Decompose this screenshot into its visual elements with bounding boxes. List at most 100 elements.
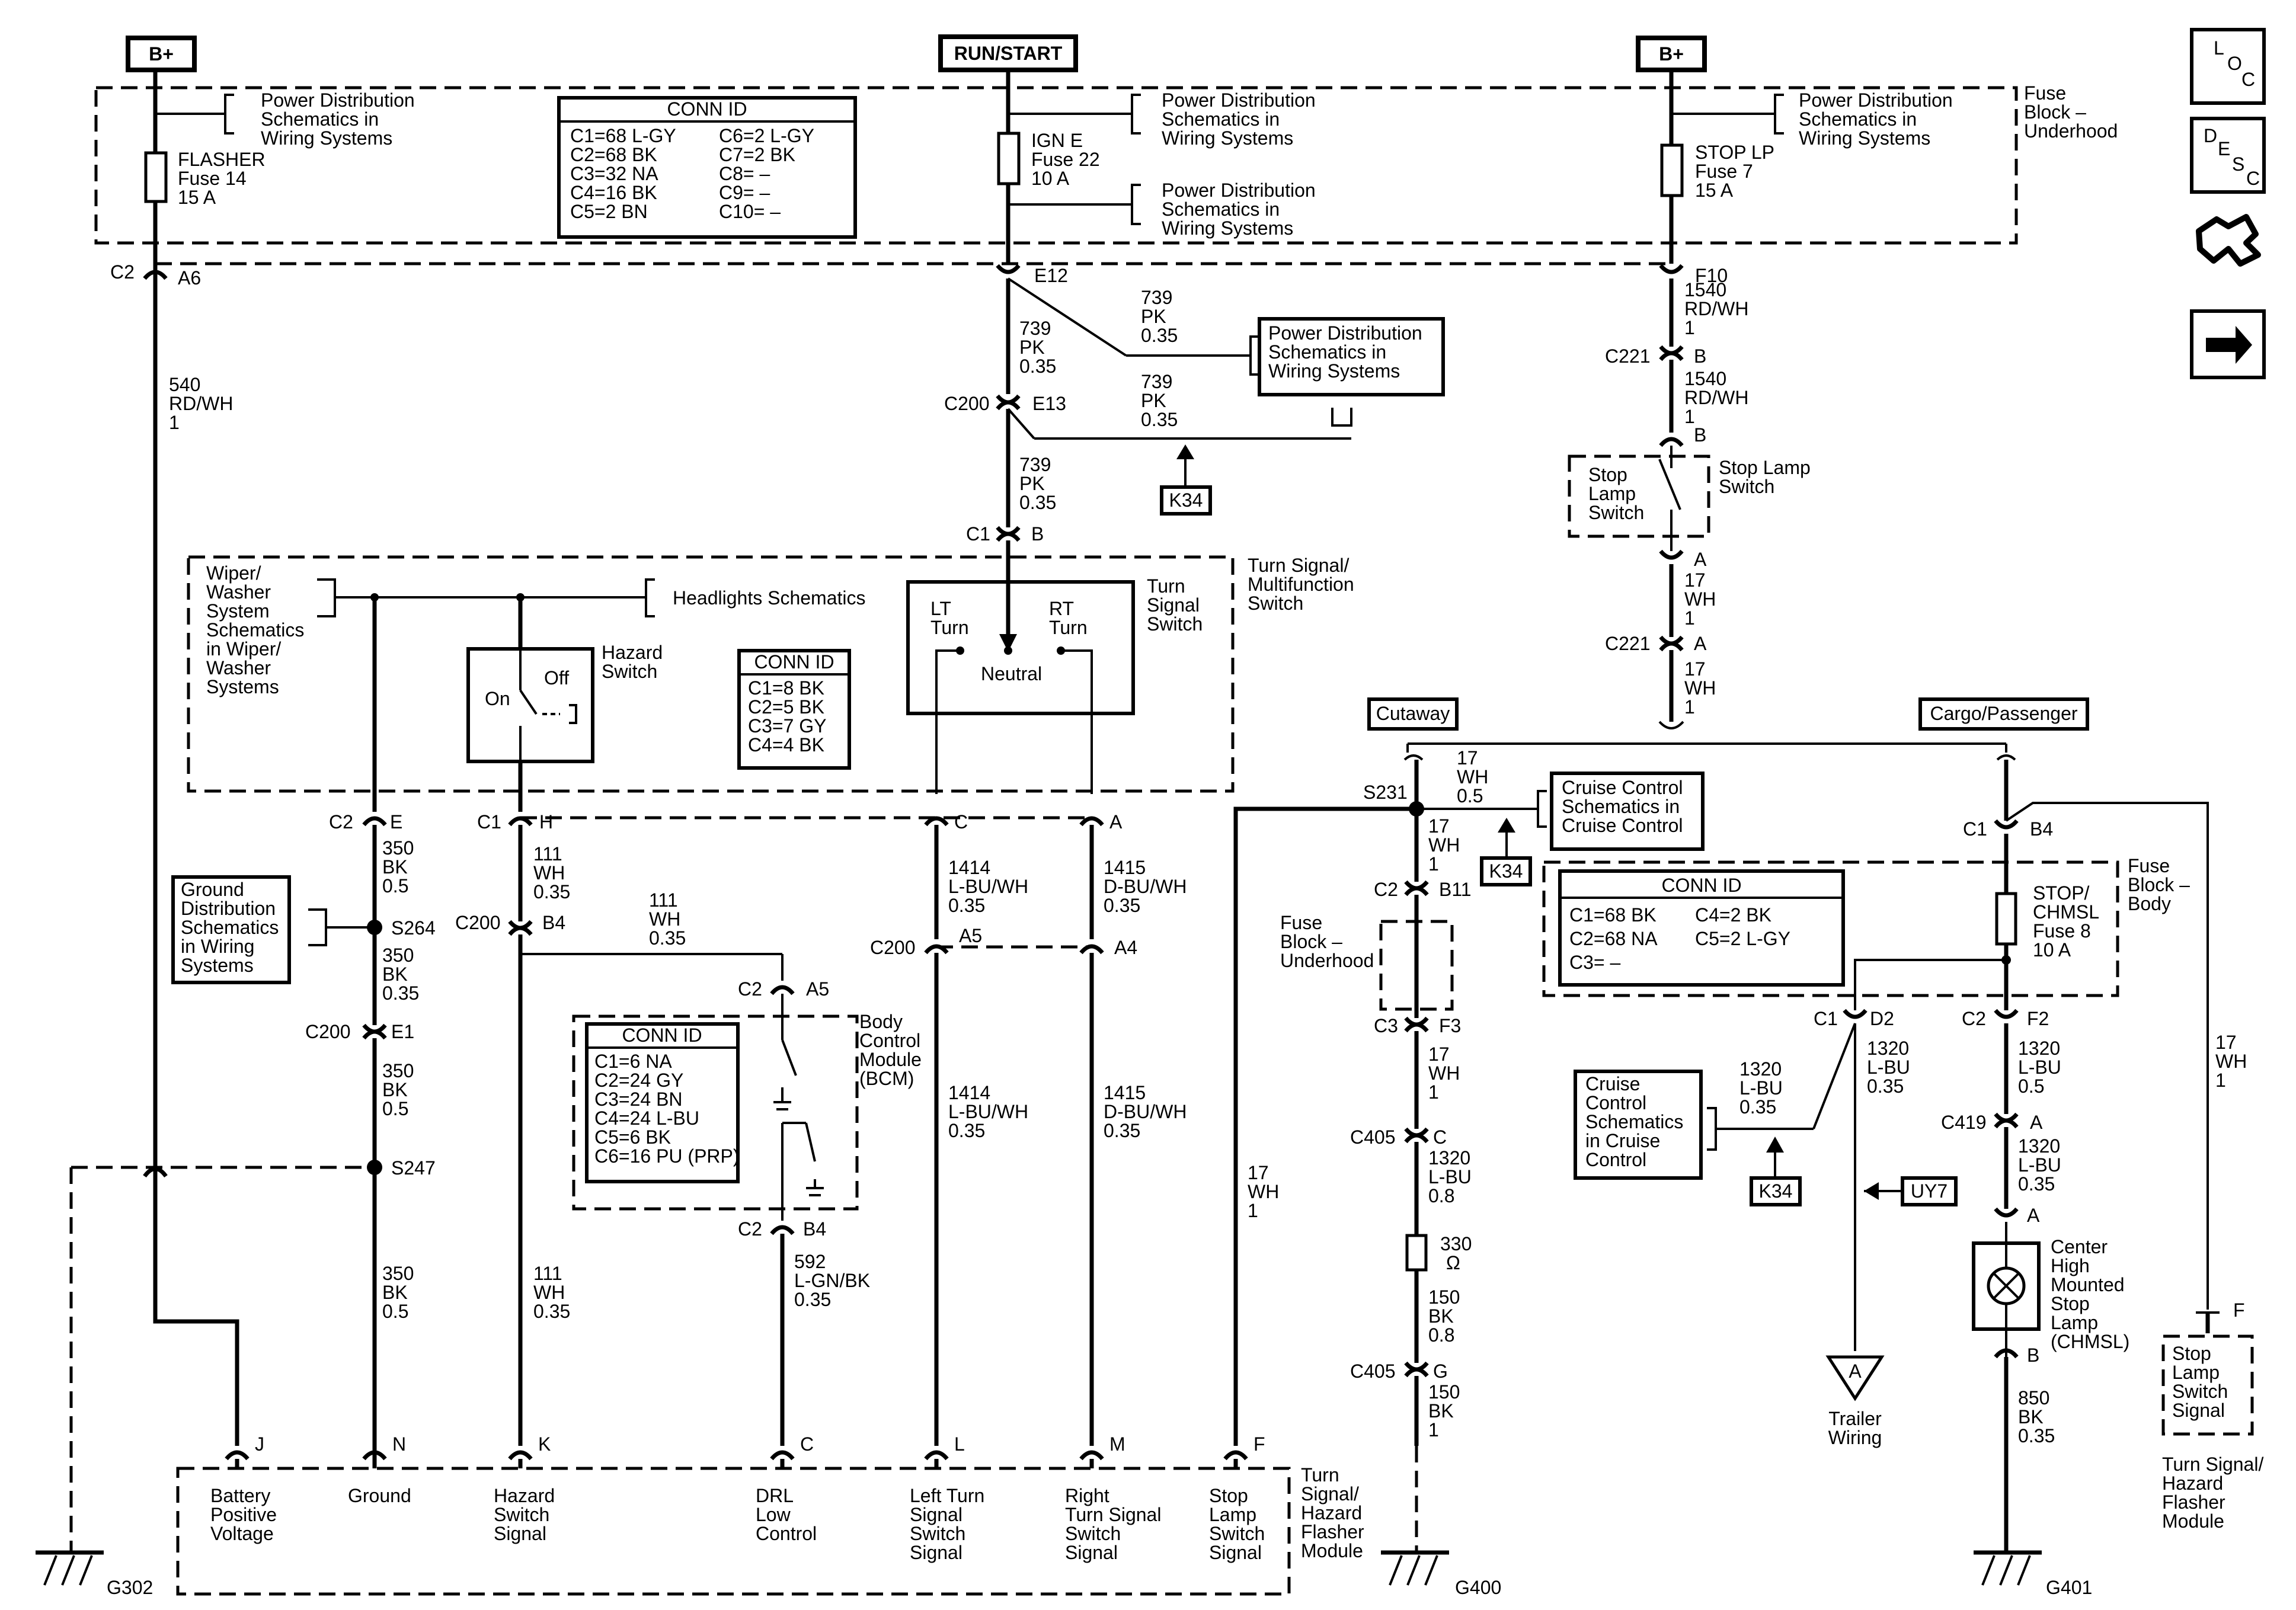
svg-text:C3=32 NA: C3=32 NA [570, 163, 658, 184]
svg-text:350: 350 [382, 1263, 414, 1284]
svg-text:PK: PK [1019, 473, 1045, 494]
svg-text:1: 1 [1248, 1200, 1258, 1221]
svg-text:17: 17 [1457, 747, 1478, 769]
svg-text:0.35: 0.35 [649, 927, 686, 949]
conn-c3-f3: C3 [1374, 1015, 1398, 1036]
wire-17-c: 17 WH 1 [1684, 658, 1716, 718]
wire-111-b: 111 WH 0.35 [649, 889, 686, 949]
svg-text:10 A: 10 A [2033, 939, 2071, 961]
svg-text:BK: BK [382, 1079, 408, 1100]
wire-1320-b: 1320 L-BU 0.35 [1739, 1058, 1783, 1118]
svg-text:Stop Lamp: Stop Lamp [1719, 457, 1811, 478]
connector-wrench-icon[interactable] [2196, 214, 2261, 267]
svg-text:Wiring: Wiring [1828, 1427, 1882, 1448]
turn-signal-switch[interactable] [906, 580, 1135, 715]
stop-lamp-switch-box[interactable] [1568, 454, 1710, 538]
conn-c405-g: C405 [1350, 1361, 1396, 1382]
svg-text:Off: Off [544, 667, 569, 689]
svg-text:Power Distribution: Power Distribution [1162, 180, 1316, 201]
svg-text:0.5: 0.5 [382, 1301, 408, 1322]
svg-text:Module: Module [859, 1049, 922, 1070]
turn-switch-module-label: Turn Signal/ Multifunction Switch [1248, 555, 1354, 614]
svg-text:WH: WH [533, 1282, 565, 1303]
svg-text:Cruise Control: Cruise Control [1562, 777, 1683, 798]
svg-text:1540: 1540 [1684, 279, 1726, 300]
svg-text:L-GN/BK: L-GN/BK [794, 1270, 870, 1291]
power-dist-label-4: Power Distribution Schematics in Wiring … [1799, 89, 1953, 149]
fuse-block-underhood-outline [94, 86, 2018, 245]
svg-text:0.35: 0.35 [533, 1301, 570, 1322]
svg-text:111: 111 [649, 889, 678, 911]
hazard-switch[interactable] [466, 647, 594, 763]
svg-text:PK: PK [1141, 306, 1166, 327]
ground-dist-box: Ground Distribution Schematics in Wiring… [171, 875, 291, 984]
svg-text:0.35: 0.35 [1867, 1076, 1904, 1097]
svg-text:Switch: Switch [1719, 476, 1774, 497]
conn-c1-d2: C1 [1814, 1008, 1838, 1029]
power-dist-label-1: Power Distribution Schematics in Wiring … [261, 89, 415, 149]
svg-text:17: 17 [1428, 815, 1450, 837]
wire-739-d: 739 PK 0.35 [1019, 454, 1056, 513]
svg-text:in Wiring: in Wiring [181, 936, 254, 957]
svg-text:1: 1 [1684, 607, 1695, 629]
conn-c200-e13: C200 [944, 393, 990, 414]
svg-text:0.35: 0.35 [382, 982, 419, 1004]
svg-text:C5=6 BK: C5=6 BK [594, 1126, 671, 1148]
uy7-tag: UY7 [1901, 1176, 1958, 1206]
conn-id-switch: CONN ID C1=8 BK C2=5 BK C3=7 GY C4=4 BK [737, 649, 851, 770]
svg-text:C1=68 BK: C1=68 BK [1569, 904, 1657, 926]
conn-e12: E12 [1034, 265, 1068, 286]
module-right-label: Turn Signal/ Hazard Flasher Module [2162, 1454, 2263, 1532]
svg-text:IGN E: IGN E [1031, 130, 1083, 151]
conn-c1-b4: C1 [1963, 818, 1987, 840]
conn-c2-a6: C2 [110, 261, 135, 283]
svg-text:330: 330 [1440, 1233, 1472, 1254]
conn-a-upper: A [1694, 549, 1707, 570]
svg-text:E: E [2218, 138, 2230, 159]
svg-text:Schematics: Schematics [1585, 1111, 1683, 1132]
svg-text:0.8: 0.8 [1428, 1185, 1454, 1206]
cruise-control-box-2: Cruise Control Schematics in Cruise Cont… [1574, 1070, 1703, 1180]
description-icon[interactable]: D E S C [2190, 117, 2266, 194]
svg-text:0.5: 0.5 [2018, 1076, 2044, 1097]
svg-text:C1=6 NA: C1=6 NA [594, 1051, 672, 1072]
next-arrow-icon[interactable] [2190, 309, 2266, 379]
module-pin-letter: M [1109, 1433, 1125, 1455]
location-icon[interactable]: L O C [2190, 28, 2266, 105]
conn-c419-a: C419 [1941, 1112, 1987, 1133]
conn-c221-a: C221 [1605, 633, 1651, 654]
resistor-330 [1405, 1234, 1428, 1272]
svg-text:Flasher: Flasher [2162, 1491, 2225, 1513]
svg-text:Turn: Turn [1301, 1464, 1339, 1486]
svg-text:System: System [206, 600, 270, 622]
svg-text:17: 17 [1684, 569, 1706, 591]
conn-b-chmsl: B [2027, 1345, 2039, 1366]
svg-text:C2=5 BK: C2=5 BK [748, 696, 824, 718]
svg-text:G302: G302 [107, 1577, 153, 1598]
svg-text:L-BU/WH: L-BU/WH [948, 1101, 1028, 1122]
svg-text:17: 17 [2215, 1032, 2237, 1053]
svg-text:BK: BK [1428, 1400, 1454, 1422]
wire-17-b: 17 WH 1 [1684, 569, 1716, 629]
resistor-330-label: 330 Ω [1440, 1233, 1472, 1273]
svg-text:0.35: 0.35 [2018, 1173, 2055, 1195]
svg-text:Signal: Signal [2172, 1400, 2225, 1421]
svg-text:A5: A5 [959, 925, 982, 946]
svg-text:C4=16 BK: C4=16 BK [570, 182, 657, 203]
svg-text:0.5: 0.5 [382, 1098, 408, 1119]
svg-text:Switch: Switch [1248, 593, 1303, 614]
svg-text:Module: Module [1301, 1540, 1363, 1561]
wire-111-c: 111 WH 0.35 [533, 1263, 570, 1322]
svg-text:Fuse 14: Fuse 14 [178, 168, 247, 189]
conn-c405-c: C405 [1350, 1126, 1396, 1148]
svg-text:17: 17 [1684, 658, 1706, 680]
svg-text:15 A: 15 A [178, 187, 216, 208]
svg-text:Mounted: Mounted [2051, 1274, 2125, 1295]
svg-text:B+: B+ [149, 43, 174, 65]
svg-text:B4: B4 [2030, 818, 2053, 840]
power-dist-label-3: Power Distribution Schematics in Wiring … [1162, 180, 1316, 239]
svg-text:Stop: Stop [1588, 464, 1627, 485]
module-pin-letter: C [800, 1433, 814, 1455]
svg-text:CONN ID: CONN ID [754, 651, 834, 673]
svg-text:Schematics in: Schematics in [1562, 796, 1680, 817]
